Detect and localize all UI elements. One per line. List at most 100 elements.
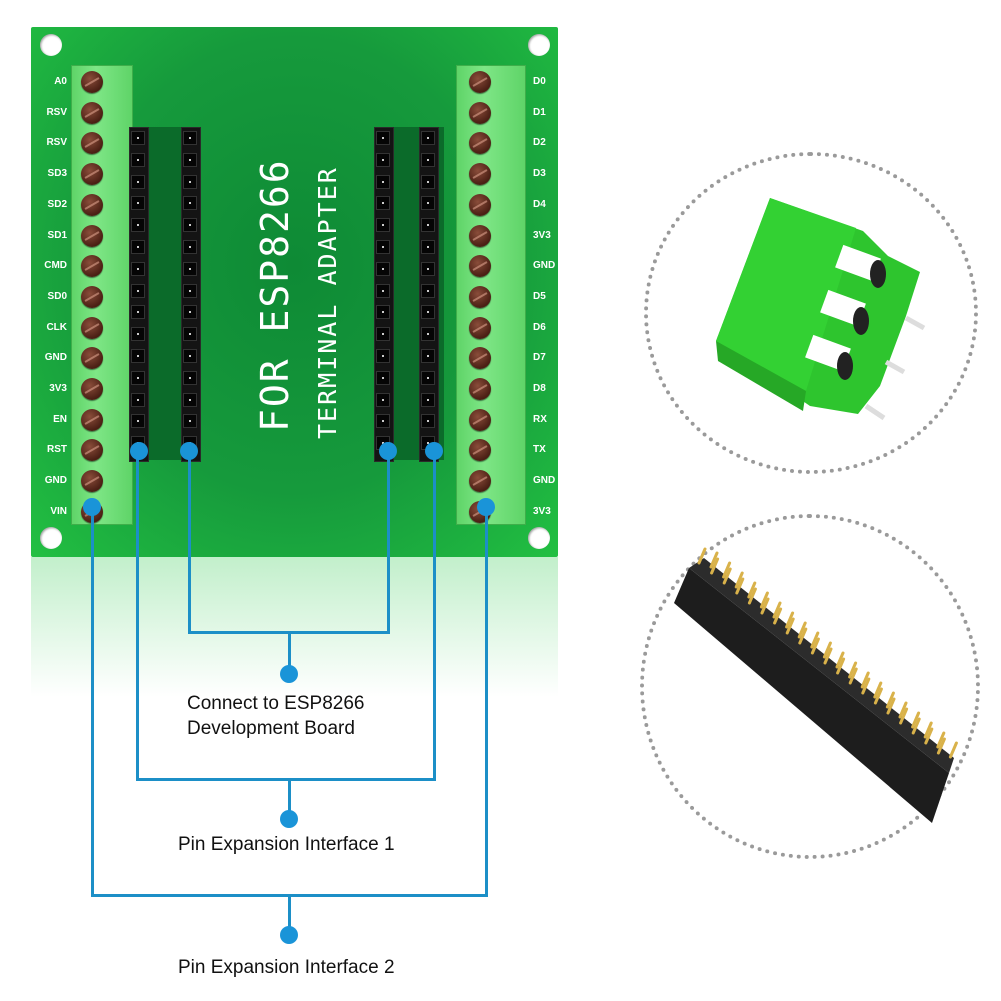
- pin-label-left: GND: [44, 475, 67, 487]
- pin-label-right: D6: [533, 321, 546, 333]
- pin-label-right: 3V3: [533, 505, 551, 517]
- header-socket: [421, 196, 435, 211]
- right-terminal-block: [456, 65, 526, 525]
- header-socket: [183, 370, 197, 385]
- terminal-screw: [469, 470, 491, 493]
- header-socket: [183, 218, 197, 233]
- header-socket: [183, 240, 197, 254]
- board-title: FOR ESP8266: [253, 158, 297, 432]
- header-socket: [421, 218, 435, 233]
- caption-interface1: Pin Expansion Interface 1: [178, 834, 395, 855]
- terminal-screw: [469, 224, 491, 247]
- header-socket: [183, 152, 197, 167]
- callout-dot-connect: [280, 665, 298, 683]
- header-socket: [421, 240, 435, 254]
- header-socket: [421, 349, 435, 363]
- terminal-screw: [81, 439, 103, 462]
- pin-label-right: D0: [533, 76, 546, 87]
- header-socket: [183, 305, 197, 320]
- pin-label-right: TX: [533, 444, 546, 456]
- pin-label-left: RSV: [46, 137, 67, 149]
- header-socket: [131, 392, 145, 407]
- header-socket: [183, 327, 197, 342]
- header-socket: [131, 131, 145, 145]
- pin-label-left: SD3: [47, 168, 67, 180]
- header-socket: [376, 131, 390, 145]
- header-socket: [421, 261, 435, 276]
- pin-label-left: CMD: [44, 260, 67, 272]
- terminal-screw: [469, 408, 491, 431]
- terminal-screw: [81, 101, 103, 124]
- marker-dot: [425, 442, 443, 460]
- terminal-screw: [81, 224, 103, 247]
- marker-dot: [130, 442, 148, 460]
- header-socket: [376, 327, 390, 342]
- pin-label-right: GND: [533, 475, 556, 487]
- pin-label-right: D5: [533, 290, 546, 302]
- header-socket: [183, 261, 197, 276]
- header-socket: [421, 131, 435, 145]
- terminal-screw: [81, 71, 103, 93]
- terminal-screw: [469, 101, 491, 124]
- terminal-screw: [469, 316, 491, 339]
- terminal-screw: [469, 71, 491, 93]
- header-socket: [421, 370, 435, 385]
- marker-dot: [83, 498, 101, 516]
- header-socket: [131, 327, 145, 342]
- header-socket: [183, 131, 197, 145]
- screw-terminal-icon: [716, 198, 926, 421]
- terminal-screw: [469, 132, 491, 155]
- header-socket: [131, 240, 145, 254]
- terminal-screw: [81, 132, 103, 155]
- pin-label-left: CLK: [46, 321, 67, 333]
- header-socket: [376, 283, 390, 298]
- pin-label-right: 3V3: [533, 229, 551, 241]
- terminal-screw: [81, 316, 103, 339]
- header-socket: [376, 196, 390, 211]
- header-socket: [131, 174, 145, 189]
- header-socket: [131, 261, 145, 276]
- mounting-hole: [40, 527, 62, 549]
- terminal-screw: [469, 347, 491, 370]
- pin-label-right: D4: [533, 198, 546, 210]
- pin-label-left: SD0: [47, 290, 67, 302]
- header-socket: [421, 152, 435, 167]
- header-socket: [421, 414, 435, 429]
- pin-label-right: D2: [533, 137, 546, 149]
- pin-label-right: GND: [533, 260, 556, 272]
- header-socket: [376, 152, 390, 167]
- terminal-screw: [81, 347, 103, 370]
- pin-label-left: 3V3: [49, 383, 67, 394]
- header-socket: [376, 218, 390, 233]
- pin-label-left: SD1: [47, 229, 67, 241]
- inset-terminal-block: [644, 152, 978, 474]
- terminal-screw: [81, 378, 103, 400]
- terminal-screw: [469, 439, 491, 462]
- header-socket: [131, 218, 145, 233]
- header-socket: [376, 240, 390, 254]
- header-socket: [421, 305, 435, 320]
- header-socket: [376, 392, 390, 407]
- header-socket: [376, 370, 390, 385]
- marker-dot: [379, 442, 397, 460]
- pin-label-left: A0: [54, 76, 67, 87]
- header-socket: [421, 392, 435, 407]
- pin-label-left: SD2: [47, 198, 67, 210]
- header-socket: [421, 283, 435, 298]
- pin-label-left: RST: [47, 444, 67, 456]
- terminal-screw: [81, 285, 103, 308]
- header-socket: [376, 349, 390, 363]
- terminal-screw: [81, 408, 103, 431]
- marker-dot: [477, 498, 495, 516]
- header-socket: [131, 152, 145, 167]
- header-socket: [183, 174, 197, 189]
- terminal-screw: [469, 255, 491, 278]
- header-socket: [131, 414, 145, 429]
- header-socket: [376, 414, 390, 429]
- terminal-screw: [81, 163, 103, 186]
- board-subtitle: TERMINAL ADAPTER: [313, 166, 342, 439]
- header-socket: [183, 196, 197, 211]
- pin-label-left: VIN: [50, 505, 67, 517]
- header-socket: [131, 196, 145, 211]
- caption-connect-line2: Development Board: [187, 718, 355, 739]
